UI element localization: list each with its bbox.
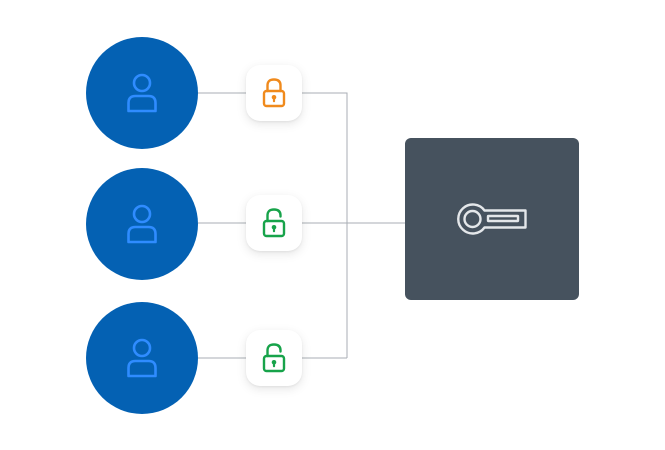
- padlock-locked-icon: [262, 78, 286, 108]
- key-vault: [405, 138, 579, 300]
- lock-card-1: [246, 65, 302, 121]
- user-node-2: [86, 168, 198, 280]
- user-node-3: [86, 302, 198, 414]
- user-icon: [127, 204, 157, 244]
- connector-lock-1-to-bus: [302, 92, 348, 358]
- user-icon: [127, 73, 157, 113]
- key-icon: [457, 203, 527, 235]
- padlock-unlocked-icon: [262, 208, 286, 238]
- lock-card-2: [246, 195, 302, 251]
- lock-card-3: [246, 330, 302, 386]
- user-node-1: [86, 37, 198, 149]
- padlock-unlocked-icon: [262, 343, 286, 373]
- user-icon: [127, 338, 157, 378]
